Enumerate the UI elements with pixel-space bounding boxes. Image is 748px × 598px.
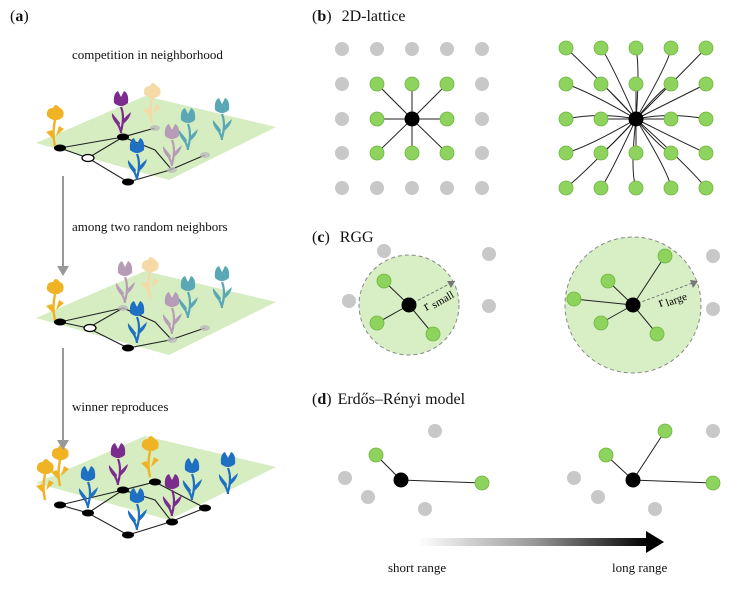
panel-b-label: (b) 2D-lattice xyxy=(312,8,406,25)
panel-d-label: (d) Erdős–Rényi model xyxy=(312,391,466,408)
step-arrow-2 xyxy=(57,348,69,450)
panel-a-label: (a) xyxy=(10,8,29,25)
panel-b-title: 2D-lattice xyxy=(341,8,406,25)
long-range-label: long range xyxy=(612,560,668,575)
nodes-step-1 xyxy=(54,125,210,186)
step-arrow-1 xyxy=(57,176,69,276)
er-long-range xyxy=(567,423,721,516)
plane-step-3 xyxy=(36,436,276,520)
svg-text:r: r xyxy=(421,299,433,314)
step-random-neighbors-caption: among two random neighbors xyxy=(72,219,228,234)
svg-text:r: r xyxy=(656,295,666,311)
step-winner-caption: winner reproduces xyxy=(72,399,169,414)
rgg-small-radius: r small xyxy=(342,244,496,356)
rgg-large-radius: r large xyxy=(564,236,720,374)
nodes-step-2 xyxy=(54,305,210,352)
nodes-step-3 xyxy=(54,478,211,539)
panel-c-title: RGG xyxy=(339,229,374,246)
panel-d-title: Erdős–Rényi model xyxy=(337,391,466,408)
er-short-range xyxy=(338,424,490,516)
short-range-label: short range xyxy=(388,560,447,575)
step-competition-caption: competition in neighborhood xyxy=(72,47,223,62)
plane-step-1 xyxy=(36,96,276,180)
lattice-short-range xyxy=(335,42,489,195)
range-gradient-arrow xyxy=(418,531,664,553)
panel-c-label: (c) RGG xyxy=(312,229,374,246)
lattice-long-range xyxy=(558,40,714,196)
